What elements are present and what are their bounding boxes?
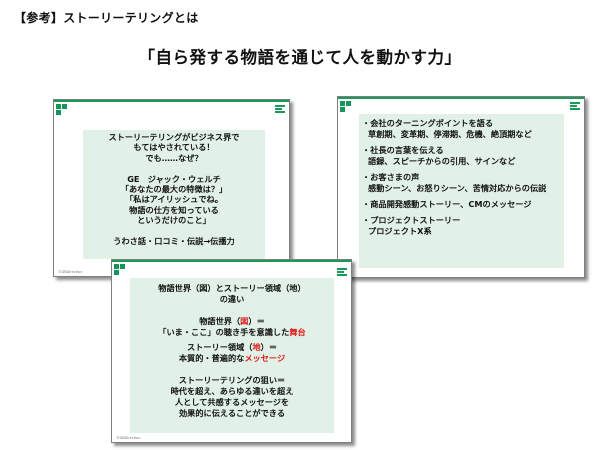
panel-line: 「私はアイリッシュでね。 bbox=[125, 194, 223, 205]
figure-mark: 図 bbox=[240, 316, 249, 326]
list-item-sub: 語録、スピーチからの引用、サインなど bbox=[368, 156, 516, 166]
panel-line: 「あなたの最大の特徴は？」 bbox=[120, 184, 228, 195]
list-item-sub: 感動シーン、お怒りシーン、苦情対応からの伝説 bbox=[368, 183, 547, 193]
company-logo-icon bbox=[570, 102, 580, 111]
company-logo-icon bbox=[337, 268, 347, 277]
aim-line: ストーリーテリングの狙い＝ bbox=[178, 375, 286, 385]
panel-line: GE ジャック・ウェルチ bbox=[127, 173, 221, 184]
figure-definition: 物語世界（図）＝ bbox=[199, 316, 265, 326]
aim-line: 効果的に伝えることができる bbox=[178, 408, 286, 418]
corner-square-icon bbox=[340, 107, 345, 112]
slide-figure-ground: 物語世界（図）とストーリー領域（地） の違い 物語世界（図）＝ 「いま・ここ」の… bbox=[111, 259, 352, 443]
list-item-sub: プロジェクトX系 bbox=[368, 226, 432, 236]
slide-top-line bbox=[54, 100, 289, 102]
list-item: ・プロジェクトストーリー プロジェクトX系 bbox=[362, 215, 564, 237]
ground-mark: 地 bbox=[252, 342, 261, 352]
slide-footer: ©DBDirection bbox=[58, 270, 83, 274]
list-item: ・商品開発感動ストーリー、CMのメッセージ bbox=[362, 199, 564, 210]
panel-line: ストーリーテリングがビジネス界で bbox=[108, 132, 240, 142]
list-item: ・社長の言葉を伝える 語録、スピーチからの引用、サインなど bbox=[362, 145, 564, 167]
list-item: ・会社のターニングポイントを語る 草創期、変革期、停滞期、危機、絶頂期など bbox=[362, 118, 564, 140]
ground-description: 本質的・普遍的なメッセージ bbox=[178, 353, 286, 363]
slide-content-panel: 物語世界（図）とストーリー領域（地） の違い 物語世界（図）＝ 「いま・ここ」の… bbox=[130, 278, 334, 433]
corner-square-icon bbox=[56, 104, 61, 109]
corner-square-icon bbox=[340, 101, 345, 106]
list-item-main: ・お客さまの声 bbox=[362, 172, 420, 182]
aim-line: 時代を超え、あらゆる違いを超え bbox=[170, 386, 294, 396]
corner-square-icon bbox=[62, 104, 67, 109]
company-logo-icon bbox=[275, 105, 285, 114]
corner-square-icon bbox=[120, 264, 125, 269]
slide-story-examples: ・会社のターニングポイントを語る 草創期、変革期、停滞期、危機、絶頂期など ・社… bbox=[337, 96, 585, 278]
slide-content-panel: ・会社のターニングポイントを語る 草創期、変革期、停滞期、危機、絶頂期など ・社… bbox=[359, 114, 564, 268]
stage-mark: 舞台 bbox=[289, 327, 306, 337]
list-item: ・お客さまの声 感動シーン、お怒りシーン、苦情対応からの伝説 bbox=[362, 172, 564, 194]
panel-line: うわさ話・口コミ・伝説→伝播力 bbox=[113, 236, 235, 247]
list-item-main: ・プロジェクトストーリー bbox=[362, 215, 461, 225]
slide-top-line bbox=[338, 97, 584, 99]
panel-line: 物語の仕方を知っている bbox=[129, 204, 219, 215]
message-mark: メッセージ bbox=[244, 353, 286, 363]
panel-line: もてはやされている！ bbox=[133, 142, 215, 153]
slide-top-line bbox=[112, 260, 351, 262]
slide-storytelling-business: ストーリーテリングがビジネス界で もてはやされている！ でも……なぜ？ GE ジ… bbox=[53, 99, 290, 277]
corner-square-icon bbox=[56, 110, 61, 115]
corner-square-icon bbox=[346, 101, 351, 106]
spacer bbox=[130, 364, 334, 375]
panel-line: でも……なぜ？ bbox=[145, 152, 203, 163]
slide-title-line: の違い bbox=[219, 294, 245, 304]
panel-line bbox=[83, 163, 265, 173]
aim-line: 人として共感するメッセージを bbox=[174, 397, 290, 407]
spacer bbox=[130, 305, 334, 316]
list-item-main: ・会社のターニングポイントを語る bbox=[362, 118, 494, 128]
list-item-main: ・社長の言葉を伝える bbox=[362, 145, 444, 155]
list-item-sub: 草創期、変革期、停滞期、危機、絶頂期など bbox=[368, 129, 532, 139]
slide-title-line: 物語世界（図）とストーリー領域（地） bbox=[158, 283, 306, 293]
panel-line: というだけのこと」 bbox=[137, 215, 211, 226]
corner-square-icon bbox=[114, 270, 119, 275]
corner-square-icon bbox=[114, 264, 119, 269]
list-item-main: ・商品開発感動ストーリー、CMのメッセージ bbox=[362, 199, 532, 209]
figure-description: 「いま・ここ」の聴き手を意識した舞台 bbox=[158, 327, 306, 337]
panel-line bbox=[83, 226, 265, 236]
section-heading: 【参考】ストーリーテリングとは bbox=[14, 11, 199, 25]
slide-footer: ©DBDirection bbox=[116, 436, 141, 440]
slide-content-panel: ストーリーテリングがビジネス界で もてはやされている！ でも……なぜ？ GE ジ… bbox=[83, 130, 265, 259]
main-title: 「自ら発する物語を通じて人を動かす力」 bbox=[138, 48, 462, 67]
ground-definition: ストーリー領域（地）＝ bbox=[186, 342, 278, 352]
